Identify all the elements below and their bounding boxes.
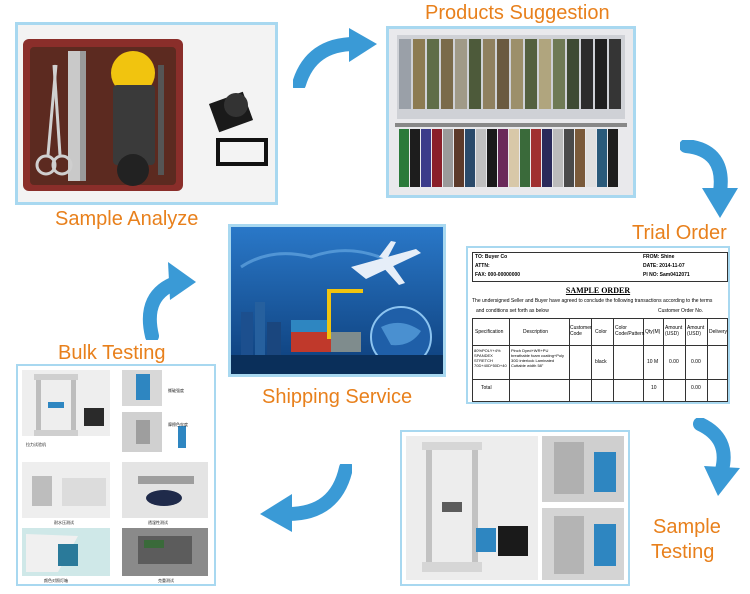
total-amount: 0.00 — [691, 385, 701, 391]
bulk-testing-collage — [18, 366, 214, 584]
row-amount-1: 0.00 — [669, 359, 679, 365]
col-color: Color — [595, 329, 607, 335]
arrow-down-right-icon — [680, 140, 738, 218]
row-amount-2: 0.00 — [691, 359, 701, 365]
order-to: TO: Buyer Co — [475, 254, 508, 260]
order-intro-2: and conditions set forth as below — [476, 308, 549, 314]
row-desc: Pinch Dyed+WR+PU breathable foam coating… — [511, 348, 565, 368]
order-attn: ATTN: — [475, 263, 490, 269]
order-intro-1: The undersigned Seller and Buyer have ag… — [472, 298, 713, 304]
shipping-service-photo — [228, 224, 446, 377]
order-header: TO: Buyer Co ATTN: FAX: 000-00000000 FRO… — [472, 252, 728, 282]
col-customer-code: Customer Code — [570, 325, 592, 337]
col-color-code: Color Code/Pattern — [615, 325, 645, 337]
order-customer-no: Customer Order No. — [658, 308, 704, 314]
label-sample-testing-2: Testing — [651, 541, 715, 563]
caption-color-box: 颜色对照灯箱 — [44, 578, 68, 583]
row-spec: 80%POLY+4% SPANDEX STRETCH 70D+40D*50D+4… — [474, 348, 507, 368]
caption-rubbing: 摩擦色牢度 — [168, 422, 188, 427]
order-pi-no: PI NO: Sam0412071 — [643, 272, 690, 278]
label-sample-analyze: Sample Analyze — [55, 208, 199, 230]
caption-tensile: 拉力试验机 — [26, 442, 46, 447]
airplane-icon — [351, 241, 421, 285]
caption-permeability: 透湿性测试 — [148, 520, 168, 525]
logistics-illustration — [231, 227, 443, 374]
order-date: DATE: 2014-11-07 — [643, 263, 685, 269]
col-qty: Qty(M) — [645, 329, 661, 335]
products-suggestion-photo — [386, 26, 636, 198]
arrow-up-left-icon — [142, 262, 196, 340]
sample-analyze-photo — [15, 22, 278, 205]
arrow-left-bottom-icon — [260, 464, 352, 532]
col-specification: Specification — [475, 329, 504, 335]
tool-kit-illustration — [18, 25, 275, 202]
sample-testing-photo — [400, 430, 630, 586]
row-color: black — [595, 359, 607, 365]
bulk-testing-photo: 拉力试验机 撕破强度 摩擦色牢度 耐水压测试 透湿性测试 颜色对照灯箱 克重测试 — [16, 364, 216, 586]
caption-tear: 撕破强度 — [168, 388, 184, 393]
order-table: Specification Description Customer Code … — [472, 318, 728, 402]
col-amount-1: Amount (USD) — [665, 325, 683, 337]
arrow-right-top-icon — [293, 28, 377, 88]
order-from: FROM: Shine — [643, 254, 675, 260]
total-label: Total — [481, 385, 492, 391]
arrow-down-lower-right-icon — [693, 418, 740, 496]
sample-testing-collage — [402, 432, 628, 584]
row-qty: 10 M — [647, 359, 659, 365]
label-shipping-service: Shipping Service — [262, 386, 413, 408]
order-fax: FAX: 000-00000000 — [475, 272, 521, 278]
caption-weight: 克重测试 — [158, 578, 174, 583]
order-title: SAMPLE ORDER — [565, 286, 631, 295]
label-bulk-testing: Bulk Testing — [58, 342, 166, 364]
col-delivery: Delivery — [709, 329, 728, 335]
col-amount-2: Amount (USD) — [687, 325, 705, 337]
col-description: Description — [523, 329, 549, 335]
label-products-suggestion: Products Suggestion — [425, 2, 610, 24]
caption-hydrostatic: 耐水压测试 — [54, 520, 74, 525]
total-qty: 10 — [651, 385, 657, 391]
label-sample-testing-1: Sample — [653, 516, 721, 538]
trial-order-document: TO: Buyer Co ATTN: FAX: 000-00000000 FRO… — [466, 246, 730, 404]
fabric-rack-illustration — [389, 29, 633, 195]
label-trial-order: Trial Order — [632, 222, 727, 244]
